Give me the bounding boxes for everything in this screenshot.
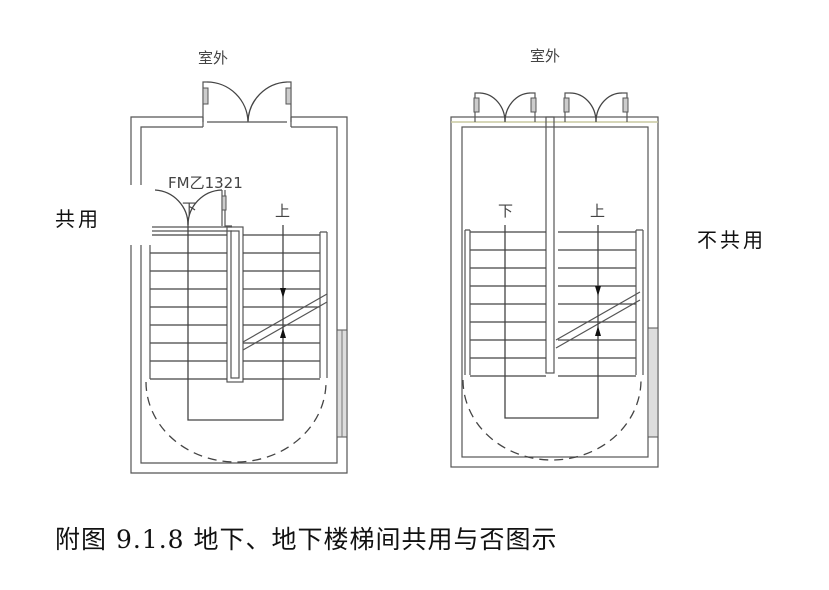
right-inner-wall (461, 126, 649, 458)
right-stair-treads (470, 231, 636, 377)
left-middle-wall (226, 226, 244, 383)
left-plan-shared: 室外 FM乙1321 下 上 共用 (55, 49, 348, 474)
left-direction-arrows (280, 288, 286, 338)
right-direction-arrows (595, 286, 601, 336)
right-middle-wall (545, 116, 555, 374)
right-exit-doors (473, 92, 629, 123)
left-door-swing-arc (145, 381, 327, 463)
right-plan-separate: 室外 下 上 不共用 (450, 47, 766, 468)
left-exit-door (202, 81, 292, 123)
left-door-code: FM乙1321 (168, 174, 243, 192)
left-handrail (319, 231, 328, 378)
left-outside-label: 室外 (198, 49, 228, 67)
right-left-handrail (464, 229, 471, 375)
figure-caption: 附图 9.1.8 地下、地下楼梯间共用与否图示 (55, 525, 558, 554)
left-outer-wall (130, 116, 348, 474)
right-outside-label: 室外 (530, 47, 560, 65)
left-stair-treads (149, 234, 320, 380)
left-break-line (242, 293, 328, 351)
right-down-label: 下 (498, 202, 513, 220)
not-shared-label: 不共用 (697, 228, 766, 252)
left-inner-wall (140, 126, 338, 464)
left-walk-line (187, 218, 284, 421)
right-walk-line (504, 225, 599, 419)
left-up-label: 上 (275, 202, 290, 220)
right-door-swing-arc (462, 379, 642, 461)
left-basement-door (150, 189, 232, 232)
right-window (647, 327, 659, 438)
right-up-label: 上 (590, 202, 605, 220)
left-down-label: 下 (182, 200, 197, 218)
right-right-handrail (635, 229, 644, 375)
shared-label: 共用 (55, 207, 101, 231)
